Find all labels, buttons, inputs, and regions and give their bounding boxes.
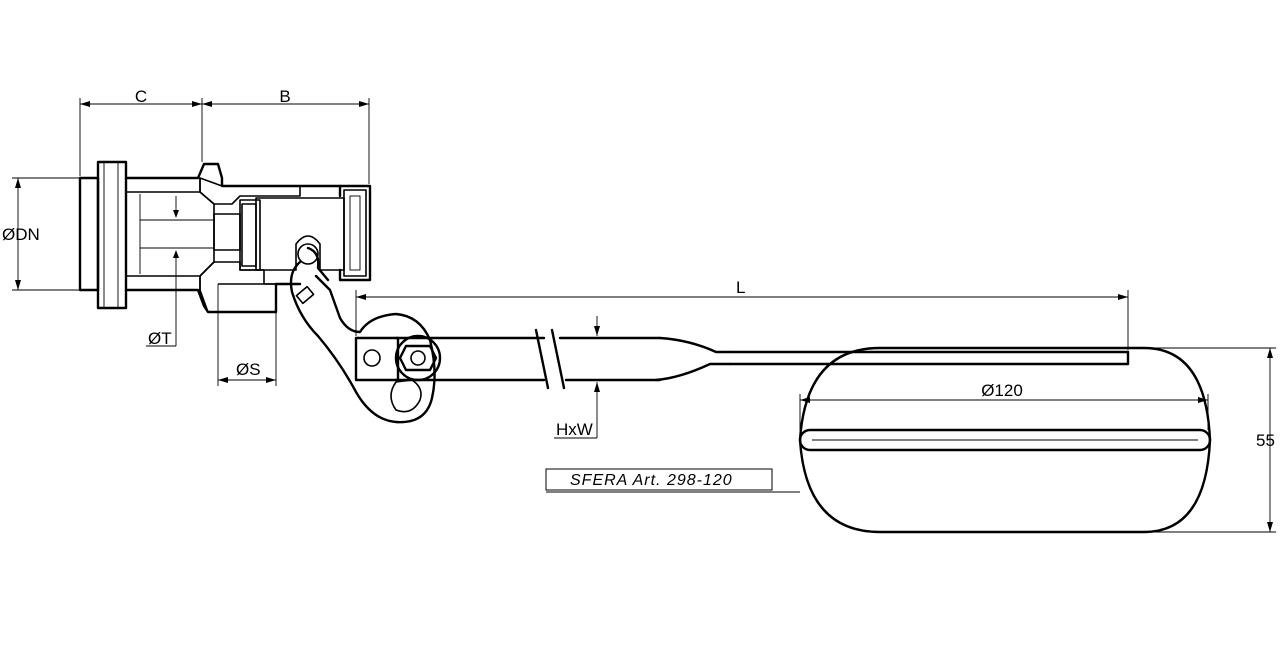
dim-label-c: C	[135, 87, 147, 106]
dim-label-s: ØS	[236, 360, 261, 379]
float-ball	[798, 346, 1212, 534]
part-label-sfera: SFERA Art. 298-120	[570, 472, 733, 489]
lock-nut	[96, 160, 128, 310]
dim-label-55: 55	[1256, 431, 1275, 450]
dim-label-l: L	[736, 278, 745, 297]
lever-linkage	[289, 243, 442, 424]
dim-label-b: B	[279, 87, 290, 106]
dim-label-dn: ØDN	[2, 225, 40, 244]
dim-label-d120: Ø120	[981, 381, 1023, 400]
dim-label-hxw: HxW	[556, 420, 593, 439]
dimension-lines	[12, 98, 1276, 533]
float-arm	[394, 328, 1130, 390]
dim-label-t: ØT	[148, 329, 172, 348]
part-label-box: SFERA Art. 298-120	[545, 468, 773, 491]
valve-body	[78, 160, 372, 314]
threaded-stub	[78, 176, 100, 292]
